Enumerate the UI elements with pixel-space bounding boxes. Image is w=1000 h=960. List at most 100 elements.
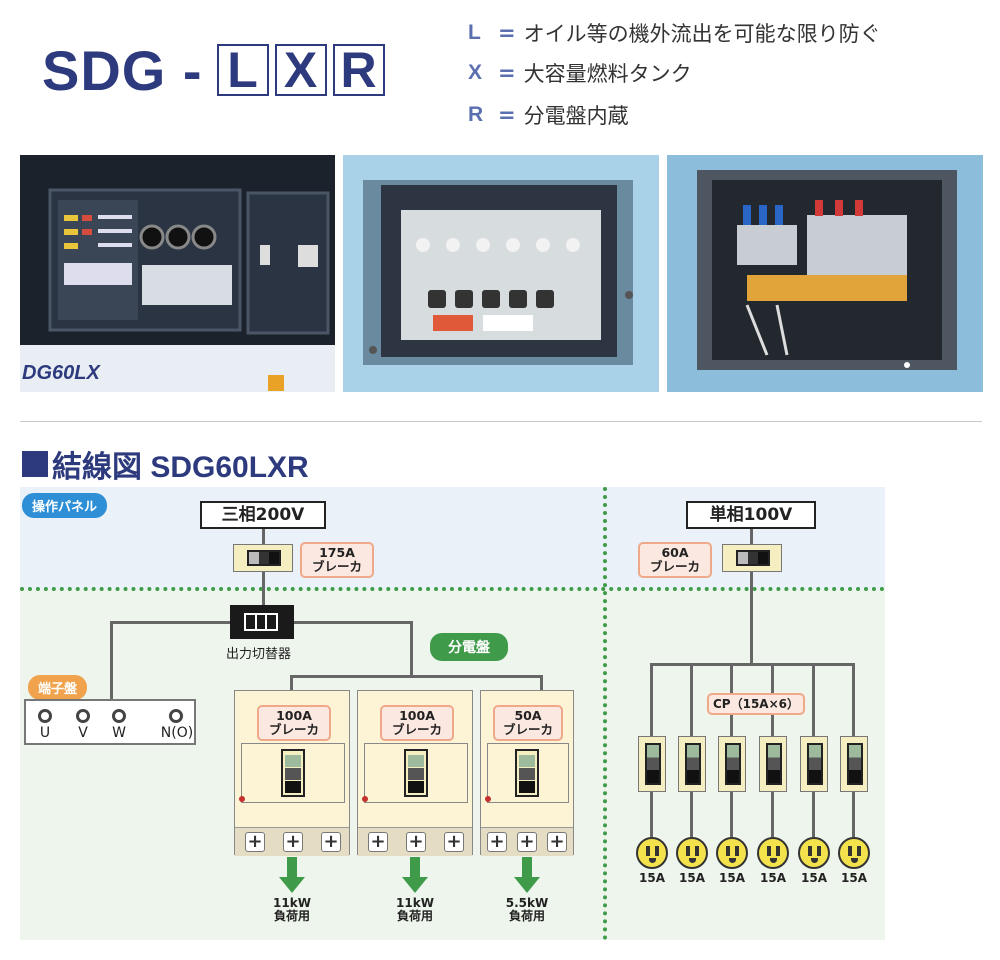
wire: [290, 675, 543, 678]
outlet-label: 15A: [841, 871, 867, 885]
photo-badge-text: DG60LX: [22, 362, 101, 384]
indicator-dot: [485, 796, 491, 802]
wire: [650, 792, 653, 837]
legend-eq: =: [498, 21, 516, 45]
wire: [410, 621, 413, 677]
cp-breaker: [678, 736, 706, 792]
load-label: 5.5kW 負荷用: [497, 897, 557, 923]
amp-value: 60A: [661, 545, 689, 560]
screw-icon: +: [321, 832, 341, 852]
terminal-screw-icon: [38, 709, 52, 723]
terminal-pill: 端子盤: [28, 675, 88, 700]
model-letter-l: L: [216, 42, 269, 98]
terminal-label: N(O): [160, 725, 194, 741]
breaker-tag: 100A ブレーカ: [380, 705, 454, 741]
breaker-switch: [725, 743, 741, 785]
outlet-label: 15A: [679, 871, 705, 885]
zone-divider-vertical: [603, 487, 607, 940]
wiring-diagram: 操作パネル 三相200V 175A ブレーカ 出力切替器 分電盤 端子盤 U V…: [20, 487, 885, 940]
wire: [852, 663, 855, 737]
breaker-switch: [766, 743, 782, 785]
outlet-icon: [636, 837, 668, 869]
distribution-pill: 分電盤: [430, 633, 508, 661]
screw-icon: +: [547, 832, 567, 852]
load-use: 負荷用: [508, 909, 545, 923]
amp-value: 100A: [399, 708, 435, 723]
single-phase-label: 単相100V: [686, 501, 816, 529]
amp-unit: ブレーカ: [268, 722, 319, 737]
screw-icon: +: [487, 832, 507, 852]
main-breaker-tag: 175A ブレーカ: [300, 542, 374, 578]
load-label: 11kW 負荷用: [262, 897, 322, 923]
zone-divider-horizontal: [20, 587, 885, 591]
wire: [730, 792, 733, 837]
section-divider: [20, 421, 982, 422]
terminal-screw-icon: [76, 709, 90, 723]
breaker-switch: [685, 743, 701, 785]
amp-value: 175A: [319, 545, 355, 560]
load-label: 11kW 負荷用: [385, 897, 445, 923]
outlet-icon: [716, 837, 748, 869]
breaker-tag: 50A ブレーカ: [493, 705, 563, 741]
wire: [812, 792, 815, 837]
wire: [110, 621, 230, 624]
screw-icon: +: [517, 832, 537, 852]
cp-breaker: [800, 736, 828, 792]
sp-main-breaker: [722, 544, 782, 572]
outlet-label: 15A: [760, 871, 786, 885]
breaker-50a: 50A ブレーカ + + +: [480, 690, 574, 856]
wire: [650, 663, 653, 737]
title-square-icon: [22, 451, 48, 477]
wire: [750, 572, 753, 665]
terminal-label: W: [112, 725, 126, 741]
legend-text: オイル等の機外流出を可能な限り防ぐ: [523, 22, 881, 46]
wire: [812, 663, 815, 737]
wire: [540, 675, 543, 691]
wire: [852, 792, 855, 837]
section-title: 結線図 SDG60LXR: [22, 442, 309, 486]
legend-eq: =: [498, 61, 516, 85]
breaker-toggle: [281, 749, 305, 797]
switch-contacts: [244, 613, 278, 631]
terminal-label: U: [39, 725, 51, 741]
indicator-dot: [239, 796, 245, 802]
legend-text: 大容量燃料タンク: [523, 62, 692, 86]
wire: [771, 792, 774, 837]
photo-breaker-box: [667, 155, 983, 392]
outlet-label: 15A: [639, 871, 665, 885]
breaker-switch: [645, 743, 661, 785]
breaker-toggle: [404, 749, 428, 797]
load-arrow-icon: [279, 857, 305, 893]
breaker-switch: [736, 550, 770, 566]
panel-pill: 操作パネル: [22, 493, 108, 518]
three-phase-label: 三相200V: [200, 501, 326, 529]
wire: [294, 621, 412, 624]
terminal-screw-icon: [112, 709, 126, 723]
model-prefix: SDG -: [42, 38, 203, 102]
breaker-switch: [847, 743, 863, 785]
breaker-tag: 100A ブレーカ: [257, 705, 331, 741]
model-name: SDG - L X R: [42, 35, 391, 105]
outlet-icon: [676, 837, 708, 869]
load-power: 5.5kW: [505, 896, 549, 910]
sp-breaker-tag: 60A ブレーカ: [638, 542, 712, 578]
cp-breaker: [638, 736, 666, 792]
screw-icon: +: [283, 832, 303, 852]
model-letter-r: R: [332, 42, 385, 98]
breaker-toggle: [515, 749, 539, 797]
breaker-switch: [807, 743, 823, 785]
model-letter-x: X: [274, 42, 327, 98]
cp-breaker: [718, 736, 746, 792]
cp-breaker: [759, 736, 787, 792]
terminal-block: U V W N(O): [24, 699, 196, 745]
outlet-label: 15A: [719, 871, 745, 885]
outlet-label: 15A: [801, 871, 827, 885]
breaker-face: [487, 743, 569, 803]
legend-x: X = 大容量燃料タンク: [468, 58, 692, 88]
cp-label: CP（15A×6）: [707, 693, 805, 715]
cp-breaker: [840, 736, 868, 792]
amp-unit: ブレーカ: [502, 722, 553, 737]
outlet-icon: [798, 837, 830, 869]
terminal-label: V: [78, 725, 88, 741]
output-switch-label: 出力切替器: [226, 647, 292, 662]
